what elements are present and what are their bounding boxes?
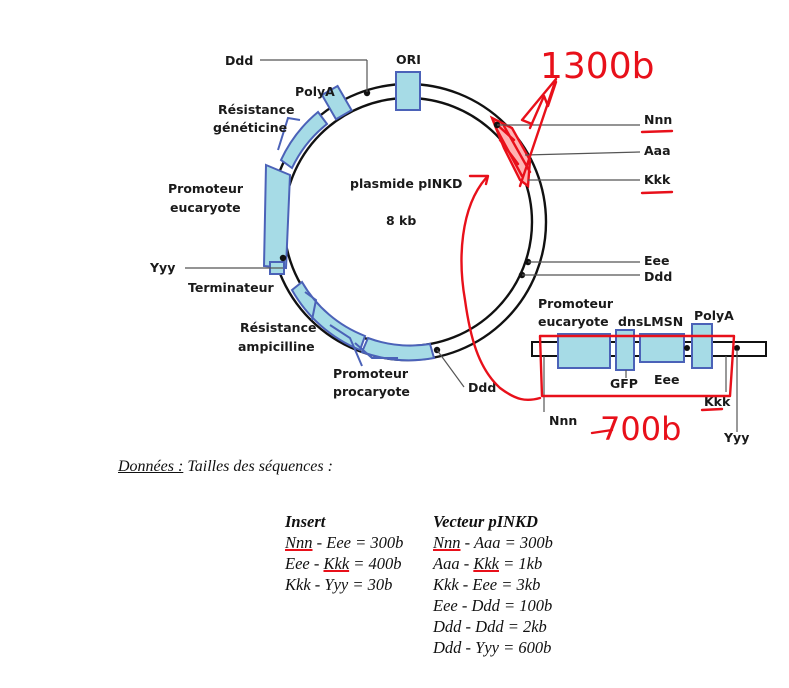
vector-row-5: Ddd - Ddd = 2kb <box>433 617 547 636</box>
insert-row-1: Nnn - Eee = 300b <box>285 533 404 552</box>
promoteur-procaryote-label-1: Promoteur <box>333 366 409 381</box>
resistance-ampicilline-label-2: ampicilline <box>238 339 315 354</box>
insert-yyy-dot <box>734 345 740 351</box>
insert-promoteur-segment <box>557 333 611 369</box>
handwritten-700b: 700b <box>600 410 681 448</box>
insert-kkk-label: Kkk <box>704 394 731 409</box>
promoteur-eucaryote-segment <box>262 163 292 270</box>
promoteur-eucaryote-label-2: eucaryote <box>170 200 241 215</box>
ori-label: ORI <box>396 52 421 67</box>
insertion-zone <box>489 115 532 189</box>
insert-eee-label: Eee <box>654 372 680 387</box>
promoteur-eucaryote-label-1: Promoteur <box>168 181 244 196</box>
eee-right-label: Eee <box>644 253 670 268</box>
vector-row-3: Kkk - Eee = 3kb <box>433 575 541 594</box>
insert-yyy-label: Yyy <box>723 430 749 445</box>
ori-segment <box>395 71 421 111</box>
insert-header: Insert <box>285 512 326 531</box>
aaa-right-label: Aaa <box>644 143 671 158</box>
insert-table: Insert Nnn - Eee = 300b Eee - Kkk = 400b… <box>285 511 403 595</box>
insert-eee-dot <box>684 345 690 351</box>
insert-row-3: Kkk - Yyy = 30b <box>285 575 393 594</box>
vector-table: Vecteur pINKD Nnn - Aaa = 300b Aaa - Kkk… <box>433 511 553 658</box>
ddd-bottom-label: Ddd <box>468 380 496 395</box>
donnees-subtitle: Tailles des séquences : <box>183 458 333 475</box>
resistance-ampicilline-label-1: Résistance <box>240 320 316 335</box>
vector-row-6: Ddd - Yyy = 600b <box>433 638 552 657</box>
terminateur-label: Terminateur <box>188 280 275 295</box>
insert-dnslmsn-label: dnsLMSN <box>618 314 683 329</box>
resistance-geneticine-segment <box>279 110 329 170</box>
donnees-title: Données : <box>118 458 184 475</box>
insert-red-box <box>538 334 736 398</box>
insert-polya-segment <box>691 323 713 369</box>
insert-nnn-label: Nnn <box>549 413 577 428</box>
insert-promoteur-label-1: Promoteur <box>538 296 614 311</box>
insert-dnslmsn-segment <box>639 333 685 363</box>
donnees-heading: Données : Tailles des séquences : <box>118 458 333 476</box>
vector-row-4: Eee - Ddd = 100b <box>433 596 553 615</box>
insert-polya-label: PolyA <box>694 308 734 323</box>
plasmid-diagram: Ddd ORI PolyA Résistance généticine Prom… <box>149 46 767 448</box>
ddd-right-label: Ddd <box>644 269 672 284</box>
insert-gfp-segment <box>615 329 635 371</box>
ampicilline-arrow <box>304 291 318 321</box>
resistance-geneticine-label-1: Résistance <box>218 102 294 117</box>
nnn-right-label: Nnn <box>644 112 672 127</box>
red-connector-line <box>460 176 542 402</box>
yyy-dot <box>279 254 287 262</box>
polya-segment <box>320 84 353 121</box>
promoteur-procaryote-label-2: procaryote <box>333 384 410 399</box>
kkk-right-label: Kkk <box>644 172 671 187</box>
ddd-top-dot <box>363 89 371 97</box>
yyy-left-label: Yyy <box>149 260 175 275</box>
vector-row-2: Aaa - Kkk = 1kb <box>433 554 543 573</box>
vector-row-1: Nnn - Aaa = 300b <box>433 533 553 552</box>
insert-promoteur-label-2: eucaryote <box>538 314 609 329</box>
plasmid-title: plasmide pINKD <box>350 176 462 191</box>
geneticine-arrow <box>277 116 301 151</box>
insert-gfp-label: GFP <box>610 376 638 391</box>
ddd-top-label: Ddd <box>225 53 253 68</box>
resistance-geneticine-label-2: généticine <box>213 120 287 135</box>
polya-label: PolyA <box>295 84 335 99</box>
promoteur-procaryote-segment <box>360 336 436 362</box>
plasmid-size: 8 kb <box>386 213 416 228</box>
vector-header: Vecteur pINKD <box>433 512 538 531</box>
insert-row-2: Eee - Kkk = 400b <box>285 554 402 573</box>
handwritten-1300b: 1300b <box>540 46 654 87</box>
